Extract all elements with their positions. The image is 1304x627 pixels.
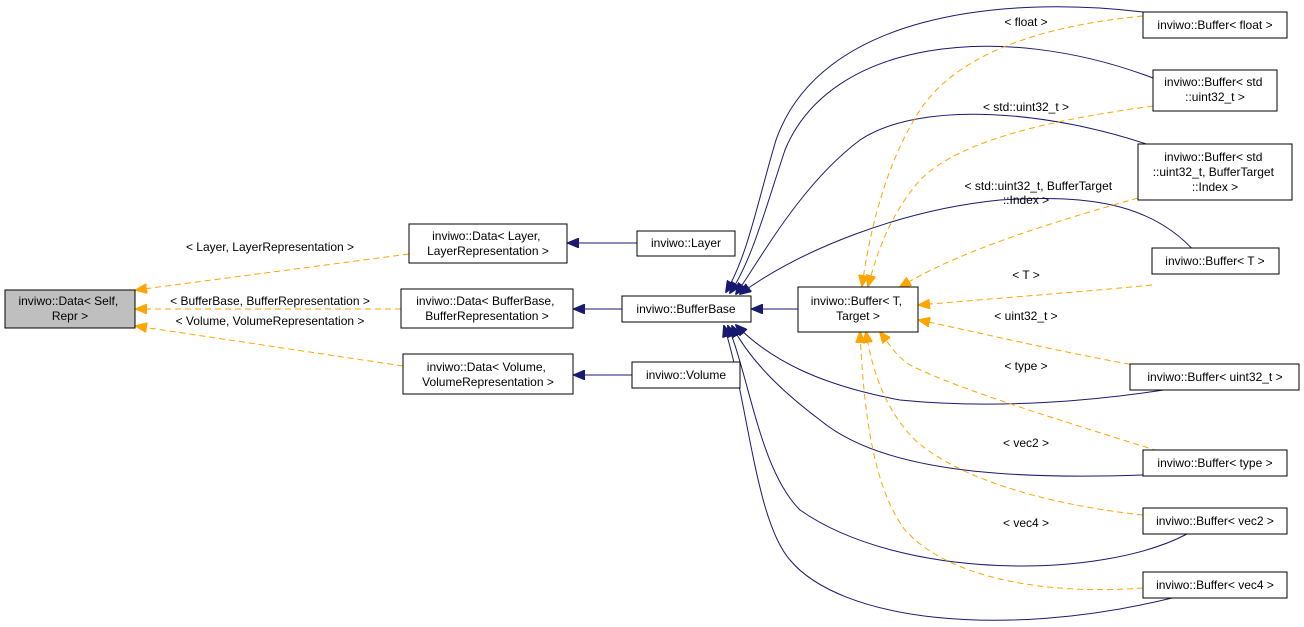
- svg-text:inviwo::Buffer< T >: inviwo::Buffer< T >: [1165, 254, 1264, 268]
- edge-label-float: < float >: [1004, 15, 1047, 29]
- svg-text:inviwo::Layer: inviwo::Layer: [651, 236, 721, 250]
- edge-label-vec4: < vec4 >: [1003, 516, 1049, 530]
- edge-label-volume: < Volume, VolumeRepresentation >: [176, 314, 365, 328]
- svg-text:inviwo::Buffer< vec2 >: inviwo::Buffer< vec2 >: [1156, 514, 1274, 528]
- edge-label-uint32: < uint32_t >: [994, 309, 1057, 323]
- edge-vec2-to-bufferbase: [728, 326, 1188, 567]
- node-buffer-std-uint32-index[interactable]: inviwo::Buffer< std ::uint32_t, BufferTa…: [1137, 143, 1293, 201]
- edge-label-layer: < Layer, LayerRepresentation >: [186, 240, 354, 254]
- node-layer[interactable]: inviwo::Layer: [636, 230, 736, 257]
- node-data-self-repr[interactable]: inviwo::Data< Self, Repr >: [4, 289, 136, 329]
- node-data-layer[interactable]: inviwo::Data< Layer, LayerRepresentation…: [408, 223, 568, 264]
- edge-labels: < Layer, LayerRepresentation > < BufferB…: [170, 15, 1116, 530]
- edge-type-to-bufferbase: [732, 326, 1144, 477]
- svg-text:inviwo::Buffer< std ::: inviwo::Buffer< std ::uint32_t, BufferTa…: [1153, 150, 1278, 194]
- node-data-bufferbase[interactable]: inviwo::Data< BufferBase, BufferRepresen…: [400, 288, 574, 329]
- edge-label-std-uint32-index: < std::uint32_t, BufferTarget ::Index >: [965, 179, 1116, 207]
- node-buffer-T[interactable]: inviwo::Buffer< T >: [1151, 247, 1280, 275]
- edges: [136, 6, 1197, 621]
- edge-type-to-buffer-t: [880, 332, 1159, 452]
- svg-text:inviwo::Buffer< float >: inviwo::Buffer< float >: [1157, 18, 1272, 32]
- edge-vec4-to-buffer-t: [860, 332, 1144, 591]
- edge-uint32-to-bufferbase: [736, 325, 1171, 405]
- edge-T-to-buffer-t: [919, 284, 1153, 305]
- edge-label-T: < T >: [1012, 268, 1040, 282]
- edge-std-uint32-index-to-buffer-t: [900, 197, 1139, 287]
- edge-data-volume-to-data: [136, 326, 404, 367]
- edge-data-layer-to-data: [136, 253, 410, 290]
- node-buffer-type[interactable]: inviwo::Buffer< type >: [1142, 449, 1288, 477]
- svg-text:inviwo::Buffer< std ::: inviwo::Buffer< std ::uint32_t >: [1164, 75, 1266, 104]
- node-bufferbase[interactable]: inviwo::BufferBase: [621, 295, 752, 323]
- edge-std-uint32-to-buffer-t: [868, 105, 1154, 286]
- edge-label-std-uint32: < std::uint32_t >: [983, 100, 1069, 114]
- svg-text:inviwo::Volume: inviwo::Volume: [646, 368, 726, 382]
- node-volume[interactable]: inviwo::Volume: [631, 361, 741, 389]
- edge-std-uint32-index-to-bufferbase: [736, 113, 1156, 294]
- edge-float-to-bufferbase: [726, 6, 1144, 292]
- svg-text:inviwo::Data< Volume,: inviwo::Data< Volume, VolumeRepresentati…: [422, 360, 554, 389]
- node-data-volume[interactable]: inviwo::Data< Volume, VolumeRepresentati…: [402, 353, 574, 395]
- svg-text:inviwo::Buffer< vec4 >: inviwo::Buffer< vec4 >: [1156, 578, 1274, 592]
- svg-text:inviwo::Data< BufferBase,: inviwo::Data< BufferBase, BufferRepresen…: [416, 294, 558, 323]
- svg-text:inviwo::Buffer< type >: inviwo::Buffer< type >: [1157, 456, 1272, 470]
- nodes: inviwo::Data< Self, Repr > inviwo::Data<…: [4, 11, 1300, 599]
- edge-std-uint32-to-bufferbase: [730, 45, 1154, 293]
- node-buffer-t-target[interactable]: inviwo::Buffer< T, Target >: [797, 286, 919, 333]
- node-buffer-uint32[interactable]: inviwo::Buffer< uint32_t >: [1129, 363, 1300, 391]
- edge-label-bufferbase: < BufferBase, BufferRepresentation >: [170, 294, 370, 308]
- node-buffer-float[interactable]: inviwo::Buffer< float >: [1142, 11, 1288, 39]
- svg-text:inviwo::Buffer< T, Tar: inviwo::Buffer< T, Target >: [811, 294, 906, 323]
- node-buffer-vec2[interactable]: inviwo::Buffer< vec2 >: [1142, 507, 1288, 535]
- node-buffer-std-uint32[interactable]: inviwo::Buffer< std ::uint32_t >: [1152, 69, 1278, 112]
- edge-vec2-to-buffer-t: [866, 332, 1144, 516]
- edge-label-type: < type >: [1004, 359, 1047, 373]
- edge-vec4-to-bufferbase: [724, 326, 1173, 621]
- edge-T-to-bufferbase: [740, 198, 1197, 294]
- svg-text:inviwo::Data< Layer, L: inviwo::Data< Layer, LayerRepresentation…: [427, 229, 549, 258]
- node-buffer-vec4[interactable]: inviwo::Buffer< vec4 >: [1142, 571, 1288, 599]
- edge-label-vec2: < vec2 >: [1003, 436, 1049, 450]
- svg-text:inviwo::Data< Self, Re: inviwo::Data< Self, Repr >: [18, 294, 121, 323]
- edge-float-to-buffer-t: [862, 15, 1144, 286]
- edge-uint32-to-buffer-t: [919, 320, 1141, 367]
- svg-text:inviwo::Buffer< uint32_t >: inviwo::Buffer< uint32_t >: [1147, 370, 1282, 384]
- svg-text:inviwo::BufferBase: inviwo::BufferBase: [636, 302, 735, 316]
